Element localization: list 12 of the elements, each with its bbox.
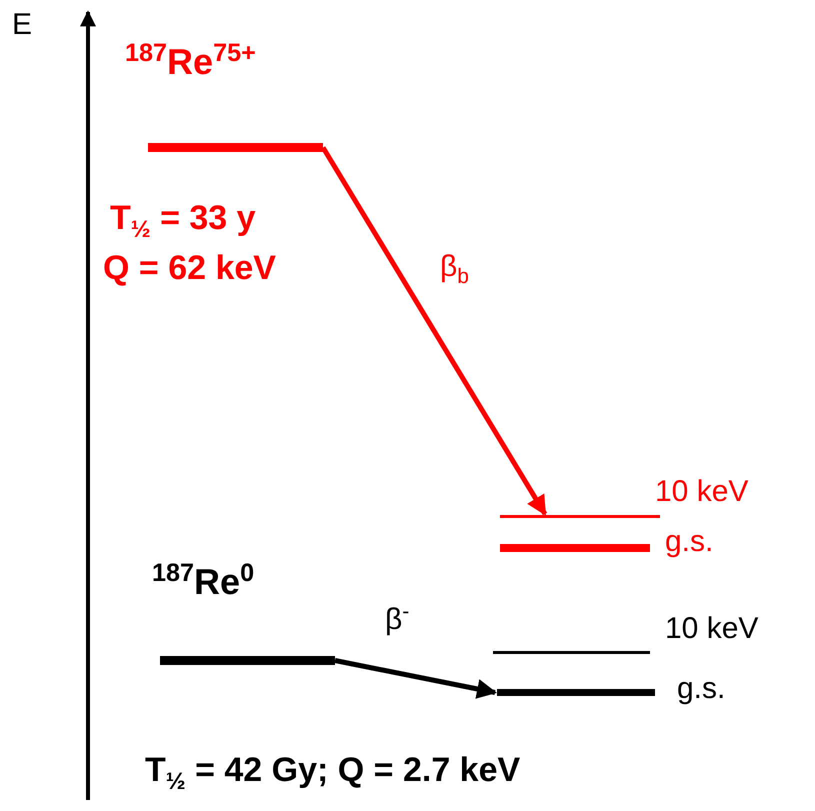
transition-arrow [334,658,497,699]
level-label: 10 keV [655,475,748,508]
level-label: g.s. [677,672,726,705]
nuclide-label: $^{187}$Re$^{0}$ [152,560,254,602]
axis-label: E [12,8,32,41]
transition-arrow [320,146,548,516]
nuclide-label: $^{187}$Re$^{75+}$ [125,40,256,82]
decay-value-text: T$_{½}$ = 42 Gy; Q = 2.7 keV [145,752,520,795]
level-label: g.s. [665,525,714,558]
decay-value-text: T$_{½}$ = 33 y [110,200,256,243]
decay-value-text: Q = 62 keV [103,250,276,288]
level-label: 10 keV [665,612,758,645]
